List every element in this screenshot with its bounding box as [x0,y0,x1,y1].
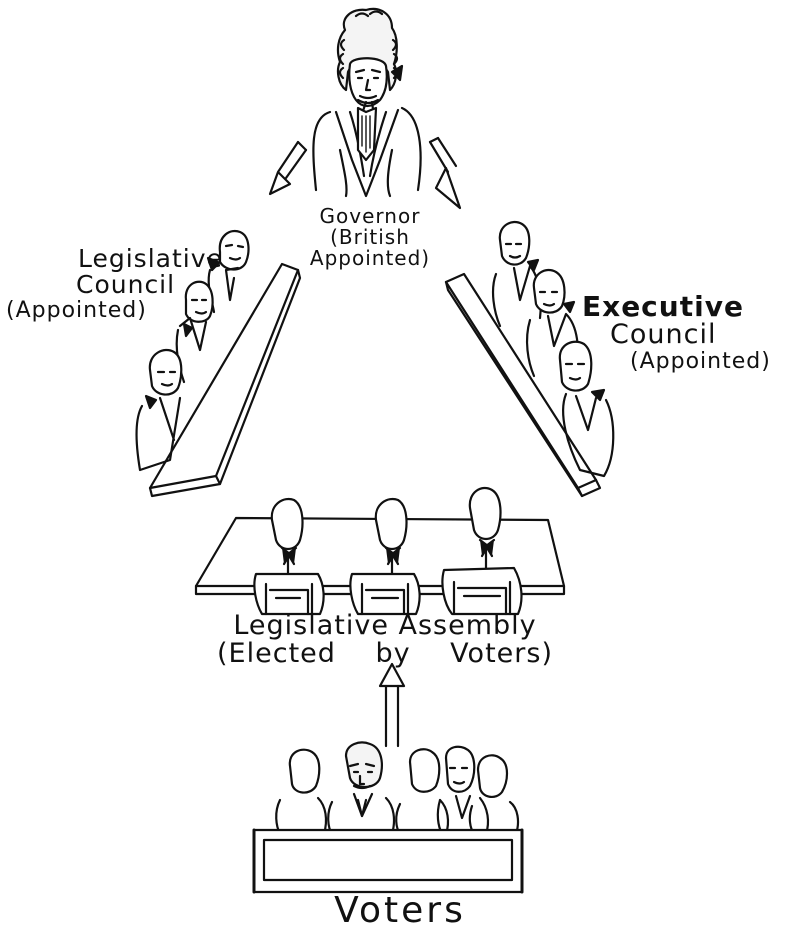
legislative-council-label-line: Council [76,270,176,300]
legislative-council-label-line: Legislative [78,244,223,273]
legislative-assembly-label-line: (Elected by Voters) [217,638,553,670]
executive-council-label-line: Council [610,319,717,351]
legislative-council-label: Legislative Council (Appointed) [6,244,236,323]
governor-figure [312,7,422,198]
arrow-down-left-icon [268,140,308,196]
executive-council-label-line: (Appointed) [630,348,771,374]
governor-label-line: Appointed) [309,246,431,270]
legislative-assembly-label-line: Legislative Assembly [233,610,537,641]
governor-label: Governor (British Appointed) [300,206,440,269]
voters-bench [252,828,524,894]
voters-label: Voters [334,890,466,931]
executive-council-table [444,272,602,498]
arrow-down-right-icon [428,136,462,210]
governor-label-line: Governor [319,204,421,228]
legislative-assembly-label: Legislative Assembly (Elected by Voters) [190,610,580,670]
executive-council-label-line: Executive [582,290,744,323]
arrow-up-icon [378,662,406,748]
voter-figure [275,741,520,836]
council-member-figure [135,229,250,472]
assembly-member-figure [253,486,523,616]
council-member-figure [491,220,615,478]
legislative-council-label-line: (Appointed) [6,297,147,323]
executive-council-label: Executive Council (Appointed) [580,292,785,373]
governor-label-line: (British [330,225,410,249]
legislative-council-table [148,262,302,498]
